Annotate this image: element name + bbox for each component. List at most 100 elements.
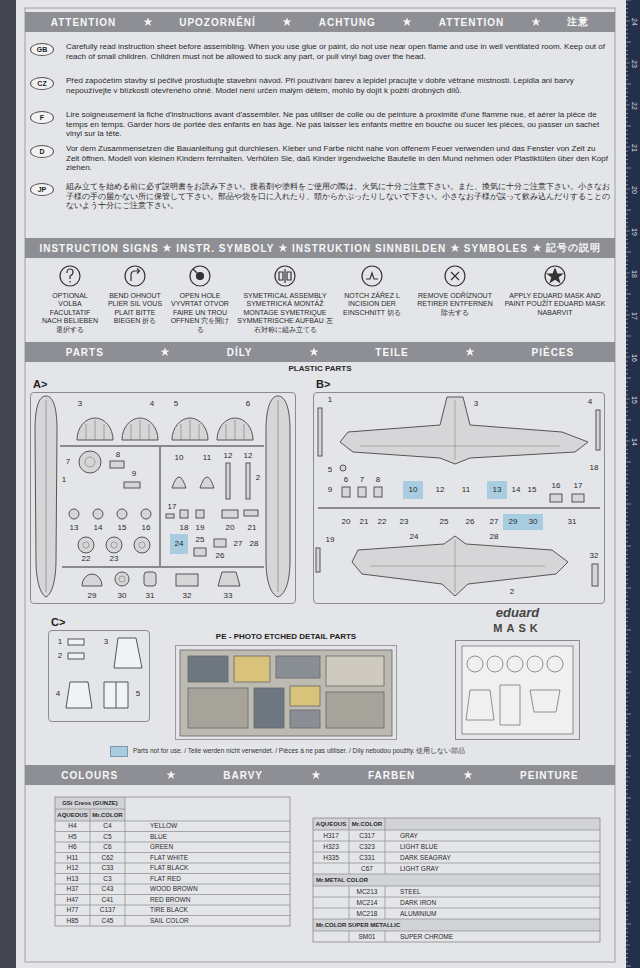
language-code: F (40, 114, 44, 121)
band-star (144, 18, 152, 26)
paint-code: C323 (359, 843, 375, 850)
table-shadow (0, 0, 18, 968)
part-number: 23 (399, 518, 410, 526)
colour-name: BLUE (150, 833, 167, 840)
table-header: Mr.COLOR (92, 812, 122, 818)
colour-name: STEEL (400, 888, 421, 895)
part-number: 31 (567, 518, 578, 526)
warning-text: Před započetím stavby si pečlivě prostud… (66, 76, 610, 95)
band-title: UPOZORNĚNÍ (179, 17, 256, 28)
legend-text: Parts not for use. / Teile werden nicht … (133, 747, 465, 756)
paint-code: C137 (100, 907, 116, 914)
language-badge: JP (30, 183, 54, 196)
part-number: 11 (202, 454, 212, 462)
language-badge: GB (30, 43, 54, 56)
sprue-frame: C> (48, 630, 150, 722)
band-star (167, 771, 175, 779)
part-number: 15 (527, 486, 538, 494)
colour-name: YELLOW (150, 823, 177, 830)
sign-caption: REMOVE ODŘÍZNOUT RETIRER ENTFERNEN 除去する (417, 292, 493, 317)
part-number: 16 (141, 524, 152, 532)
part-number: 4 (149, 400, 155, 408)
language-code: D (39, 148, 44, 155)
band-star (466, 348, 474, 356)
part-number: 3 (103, 638, 109, 646)
colour-name: DARK IRON (400, 899, 436, 906)
paint-code: C4 (103, 823, 111, 830)
part-number: 14 (93, 524, 104, 532)
band-star (283, 18, 291, 26)
sprue-letter: C> (51, 617, 65, 628)
band-star (312, 771, 320, 779)
part-number: 31 (145, 592, 156, 600)
band-title: 記号の説明 (546, 241, 601, 255)
paint-code: C67 (361, 865, 373, 872)
colour-name: LIGHT GRAY (400, 865, 439, 872)
warning-text: 組み立てを始める前に必ず説明書をお読み下さい。接着剤や塗料をご使用の際は、火気に… (66, 182, 610, 211)
part-number: 15 (117, 524, 128, 532)
part-number: 9 (131, 470, 137, 478)
section-heading: PLASTIC PARTS (289, 365, 352, 373)
paint-code: C331 (359, 854, 375, 861)
ruler-number: 22 (630, 102, 637, 110)
part-number: 28 (249, 540, 260, 548)
colour-name: GRAY (400, 832, 418, 839)
part-number: 18 (179, 524, 190, 532)
colour-name: SUPER CHROME (400, 933, 453, 940)
part-number: 12 (435, 486, 446, 494)
band-title: BARVY (223, 770, 263, 781)
colour-name: FLAT BLACK (150, 865, 188, 872)
paint-code: C41 (102, 896, 114, 903)
part-number: 21 (247, 524, 258, 532)
language-code: CZ (37, 80, 46, 87)
ruler-ticks (626, 0, 631, 966)
colour-table-grid (55, 797, 600, 942)
section-band: PARTSDÍLYTEILEPIÈCES (25, 342, 615, 362)
paint-code: C33 (102, 865, 114, 872)
language-badge: F (30, 111, 54, 124)
language-badge: D (30, 145, 54, 158)
part-number: 13 (69, 524, 80, 532)
band-star (464, 771, 472, 779)
warning-text: Vor dem Zusammensetzen die Bauanleitung … (66, 144, 610, 173)
part-number: 26 (465, 518, 476, 526)
band-title: COLOURS (61, 770, 118, 781)
paper-sheet (16, 0, 626, 968)
ruler-number: 19 (630, 228, 637, 236)
sign-caption: NOTCH ZÁŘEZ L INCISION DER EINSCHNITT 切る (337, 292, 407, 317)
band-star (161, 348, 169, 356)
part-number: 5 (135, 690, 141, 698)
band-title: ACHTUNG (319, 17, 376, 28)
brand-logo: eduard (456, 606, 579, 619)
instruction-icons (60, 266, 565, 286)
band-title: INSTR. SYMBOLY (176, 243, 274, 254)
part-number: 18 (589, 464, 600, 472)
section-band: INSTRUCTION SIGNSINSTR. SYMBOLYINSTRUKTI… (25, 238, 615, 258)
ruler-number: 18 (630, 270, 637, 278)
sprue-frame: A> (30, 392, 296, 604)
part-number: 2 (57, 652, 63, 660)
part-number: 5 (173, 400, 179, 408)
paint-code: MC218 (357, 910, 378, 917)
part-number: 10 (174, 454, 185, 462)
sign-caption: OPEN HOLE VYVRTAT OTVOR FAIRE UN TROU OF… (168, 292, 232, 334)
paint-code: H77 (67, 907, 79, 914)
part-number: 12 (243, 452, 254, 460)
part-number: 9 (327, 486, 333, 494)
part-number: 32 (182, 592, 193, 600)
part-number: 29 (87, 592, 98, 600)
paint-code: H47 (67, 896, 79, 903)
legend-row: Parts not for use. / Teile werden nicht … (110, 746, 465, 757)
band-star (310, 348, 318, 356)
paint-code: H11 (67, 854, 78, 861)
mask-sheet: eduardMASK (455, 640, 580, 740)
paint-code: H37 (67, 886, 79, 893)
paint-code: H4 (68, 823, 76, 830)
part-number: 13 (492, 486, 503, 494)
mask-drawing (462, 646, 573, 734)
language-code: GB (37, 46, 48, 53)
band-title: INSTRUKTION SINNBILDEN (292, 243, 446, 254)
band-star (279, 244, 287, 252)
part-number: 30 (117, 592, 128, 600)
